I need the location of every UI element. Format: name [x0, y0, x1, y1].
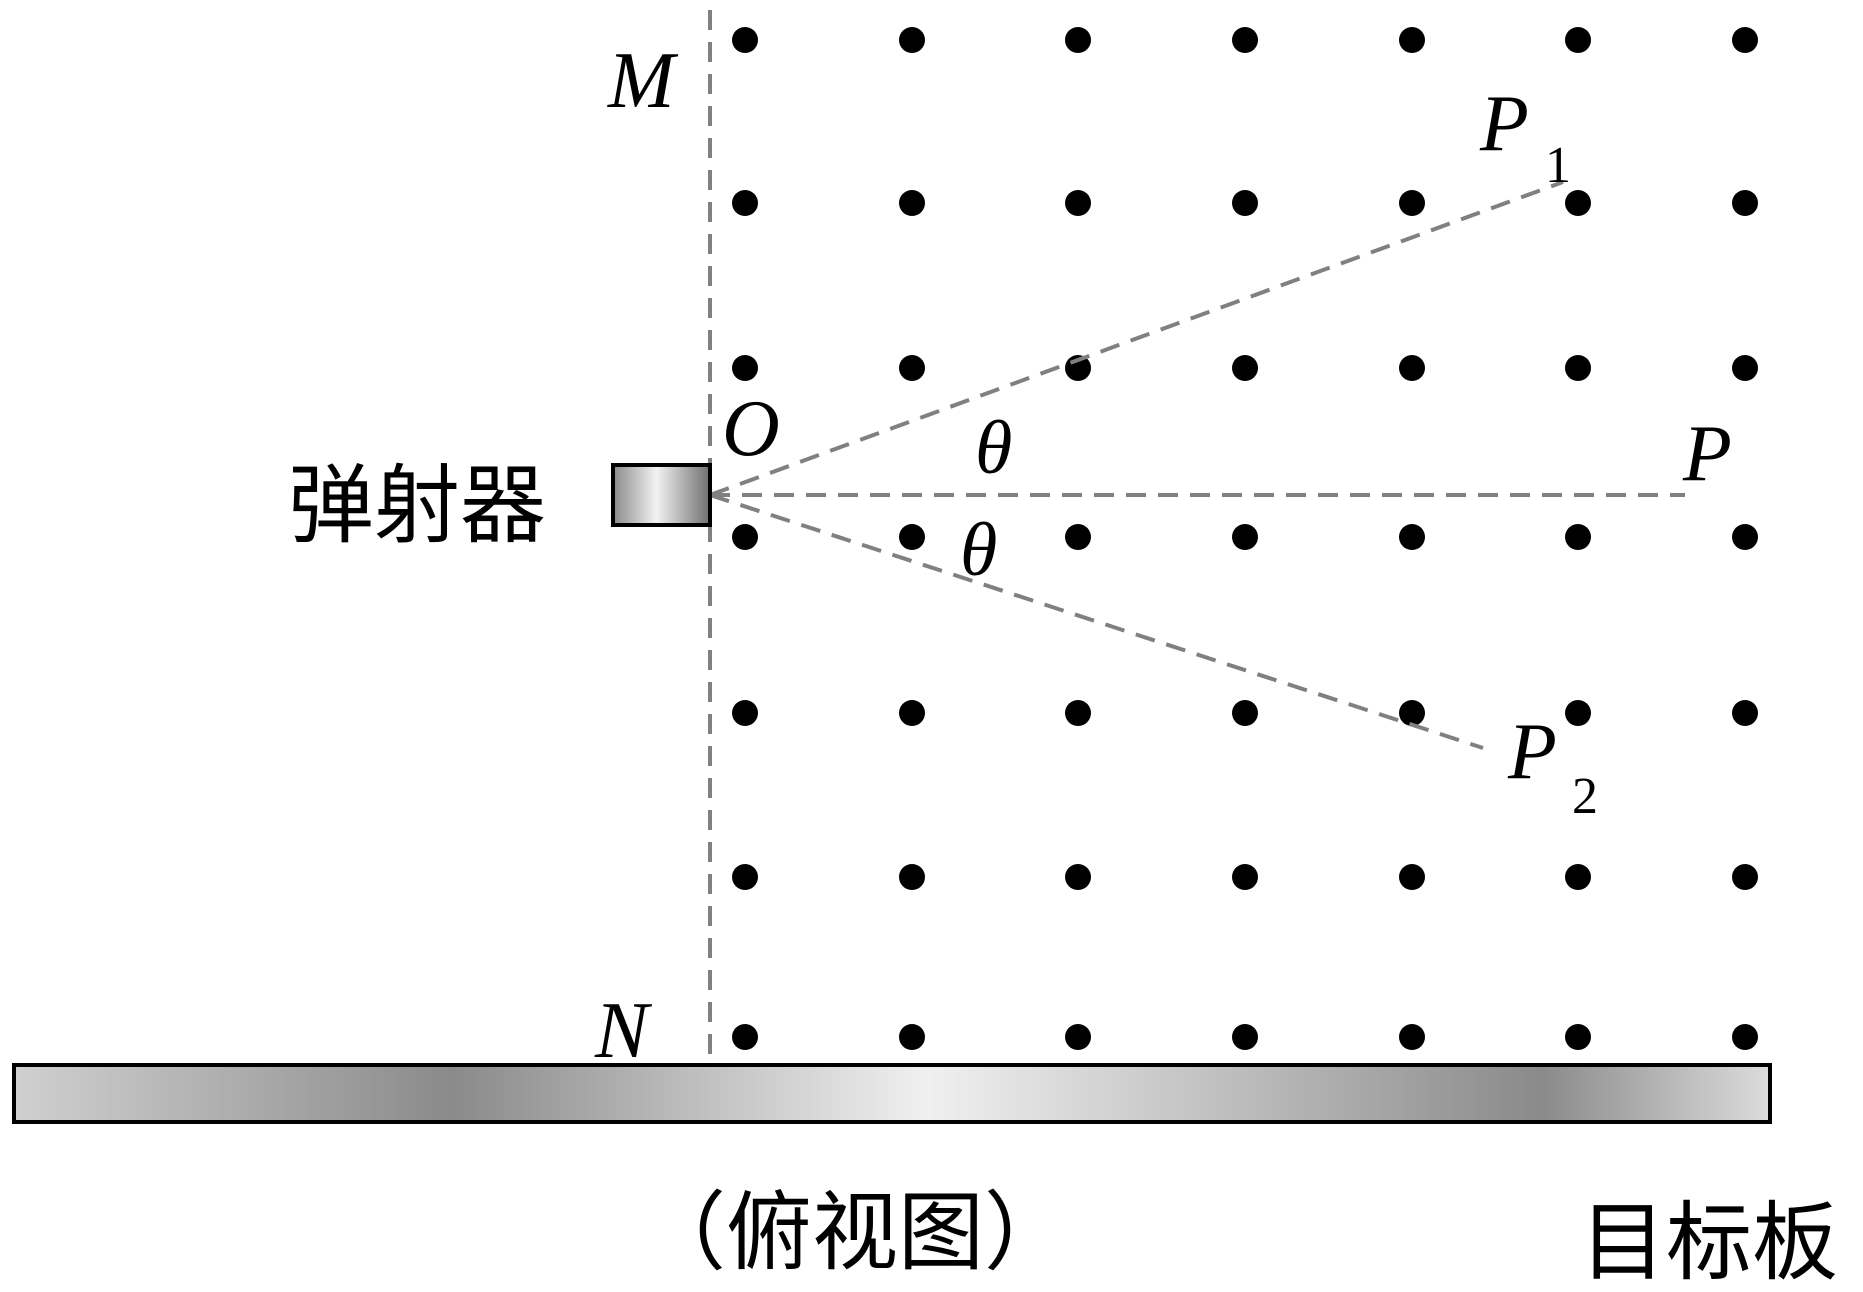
- line-o-to-p2: [709, 493, 1484, 750]
- field-dot: [1732, 190, 1758, 216]
- field-dot: [1399, 27, 1425, 53]
- field-dot: [1399, 700, 1425, 726]
- field-dot: [1232, 27, 1258, 53]
- field-dot: [732, 524, 758, 550]
- field-dot: [1565, 864, 1591, 890]
- label-p1: P: [1479, 80, 1529, 168]
- field-dot: [1565, 1024, 1591, 1050]
- field-dot: [1565, 190, 1591, 216]
- field-dot: [1399, 864, 1425, 890]
- label-m: M: [607, 37, 679, 125]
- field-dot: [1065, 190, 1091, 216]
- field-dot: [899, 355, 925, 381]
- field-dot: [1065, 27, 1091, 53]
- field-dot: [1232, 700, 1258, 726]
- field-dot: [1399, 1024, 1425, 1050]
- label-theta-upper: θ: [975, 406, 1012, 490]
- field-dot: [1565, 27, 1591, 53]
- field-dot: [899, 700, 925, 726]
- field-dot: [1732, 700, 1758, 726]
- field-dot: [1232, 1024, 1258, 1050]
- label-n: N: [594, 987, 653, 1075]
- label-p: P: [1682, 410, 1732, 498]
- label-p2: P: [1507, 708, 1557, 796]
- label-launcher: 弹射器: [288, 456, 546, 556]
- field-dot: [1232, 355, 1258, 381]
- label-target-board: 目标板: [1580, 1193, 1838, 1292]
- label-top-view: （俯视图）: [640, 1183, 1070, 1283]
- field-dot: [732, 1024, 758, 1050]
- field-dot: [1732, 524, 1758, 550]
- field-dot: [732, 700, 758, 726]
- launcher-box: [611, 463, 712, 527]
- field-dot: [1565, 355, 1591, 381]
- field-dot: [1232, 190, 1258, 216]
- field-dot: [1065, 700, 1091, 726]
- field-dot: [899, 1024, 925, 1050]
- field-dot: [899, 864, 925, 890]
- field-dot: [899, 27, 925, 53]
- field-dot: [1732, 355, 1758, 381]
- label-o: O: [722, 385, 780, 473]
- field-dot: [1732, 864, 1758, 890]
- field-dot: [1065, 864, 1091, 890]
- field-dot: [1565, 524, 1591, 550]
- label-p2-subscript: 2: [1572, 768, 1598, 825]
- field-dot: [1399, 190, 1425, 216]
- field-dot: [1565, 700, 1591, 726]
- field-dot-grid: [732, 27, 1758, 1050]
- field-dot: [732, 190, 758, 216]
- field-dot: [899, 190, 925, 216]
- target-board: [12, 1063, 1772, 1124]
- field-dot: [1399, 524, 1425, 550]
- field-dot: [899, 524, 925, 550]
- field-dot: [1232, 524, 1258, 550]
- field-dot: [732, 27, 758, 53]
- field-dot: [732, 864, 758, 890]
- label-p1-subscript: 1: [1545, 137, 1571, 194]
- field-dot: [1065, 1024, 1091, 1050]
- field-dot: [1732, 27, 1758, 53]
- field-dot: [1732, 1024, 1758, 1050]
- field-dot: [732, 355, 758, 381]
- label-theta-lower: θ: [960, 508, 997, 592]
- field-dot: [1065, 524, 1091, 550]
- field-dot: [1232, 864, 1258, 890]
- field-dot: [1399, 355, 1425, 381]
- line-o-to-p1: [709, 180, 1564, 497]
